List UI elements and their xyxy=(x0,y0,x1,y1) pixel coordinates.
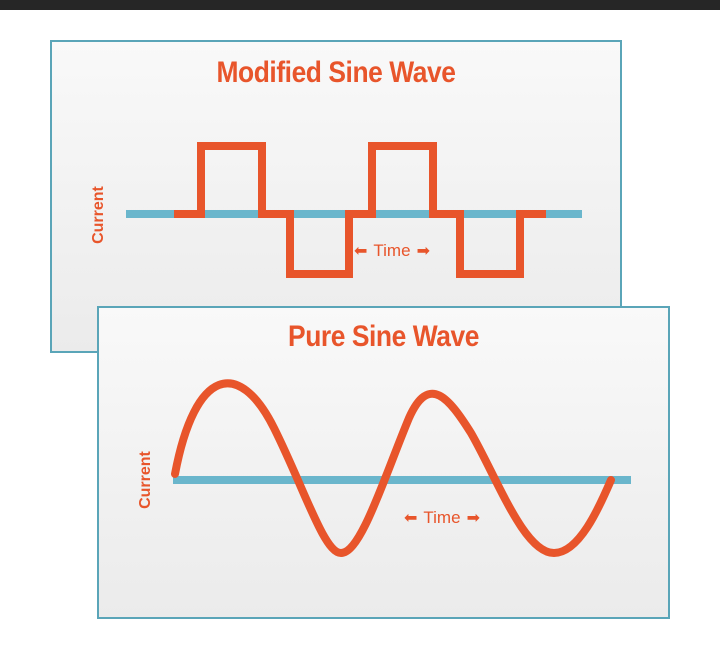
arrow-left-icon: ⬅ xyxy=(404,510,418,527)
time-label: ⬅ Time ➡ xyxy=(354,241,430,261)
pure-sine-wave-diagram xyxy=(171,379,631,558)
modified-sine-wave-line xyxy=(174,142,546,278)
pure-sine-wave-line xyxy=(171,379,615,558)
pure-sine-wave-title: Pure Sine Wave xyxy=(288,320,479,353)
arrow-left-icon: ⬅ xyxy=(354,243,368,260)
current-axis-label: Current xyxy=(136,451,154,509)
modified-sine-wave-diagram xyxy=(126,142,582,278)
time-text: Time xyxy=(423,508,461,527)
current-axis-label: Current xyxy=(89,186,107,244)
modified-sine-wave-title: Modified Sine Wave xyxy=(216,56,456,89)
arrow-right-icon: ➡ xyxy=(416,243,430,260)
time-text: Time xyxy=(373,241,411,260)
arrow-right-icon: ➡ xyxy=(466,510,480,527)
time-label: ⬅ Time ➡ xyxy=(404,508,480,528)
modified-sine-wave-panel: Modified Sine Wave Current ⬅ Time ➡ xyxy=(50,40,622,353)
pure-sine-wave-panel: Pure Sine Wave Current ⬅ Time ➡ xyxy=(97,306,670,619)
top-status-bar xyxy=(0,0,720,10)
